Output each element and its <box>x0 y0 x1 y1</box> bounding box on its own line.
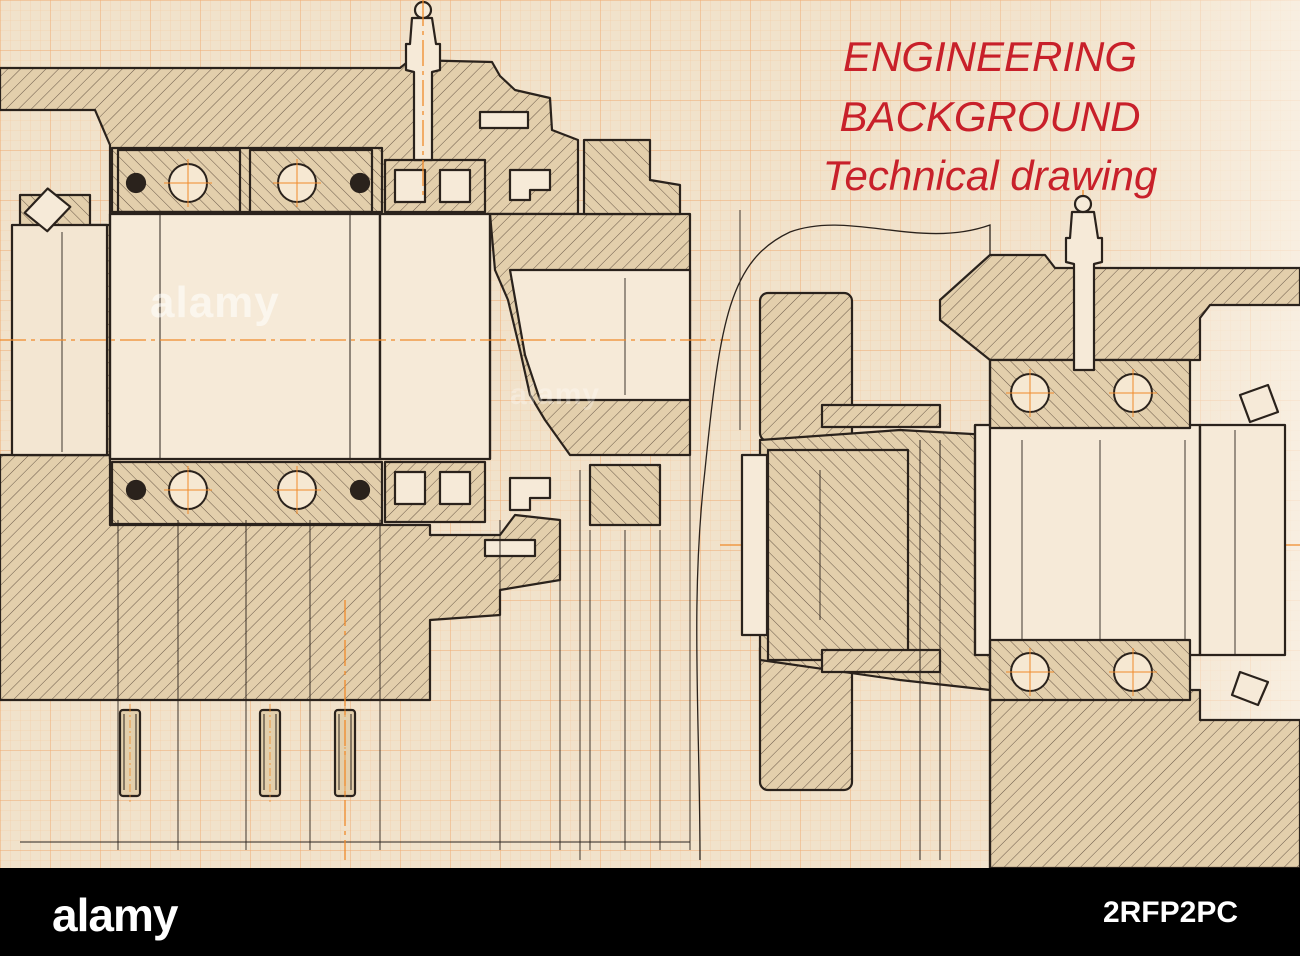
headline-line-2: BACKGROUND <box>839 93 1141 140</box>
watermark-text-small: alamy <box>510 378 601 411</box>
technical-drawing <box>0 0 1300 868</box>
left-shaft-assembly <box>0 0 692 804</box>
brand-logo[interactable]: alamy <box>52 889 178 941</box>
stock-footer-bar: alamy 2RFP2PC <box>0 868 1300 956</box>
image-id-label: 2RFP2PC <box>1102 896 1238 929</box>
headline-line-1: ENGINEERING <box>842 33 1138 80</box>
dimension-lines <box>20 210 741 860</box>
break-outline <box>696 224 991 861</box>
right-dimension-lines <box>819 430 1236 655</box>
watermark-text: alamy <box>150 278 280 327</box>
headline-line-3: Technical drawing <box>822 152 1158 199</box>
right-shaft-assembly <box>740 194 1300 868</box>
